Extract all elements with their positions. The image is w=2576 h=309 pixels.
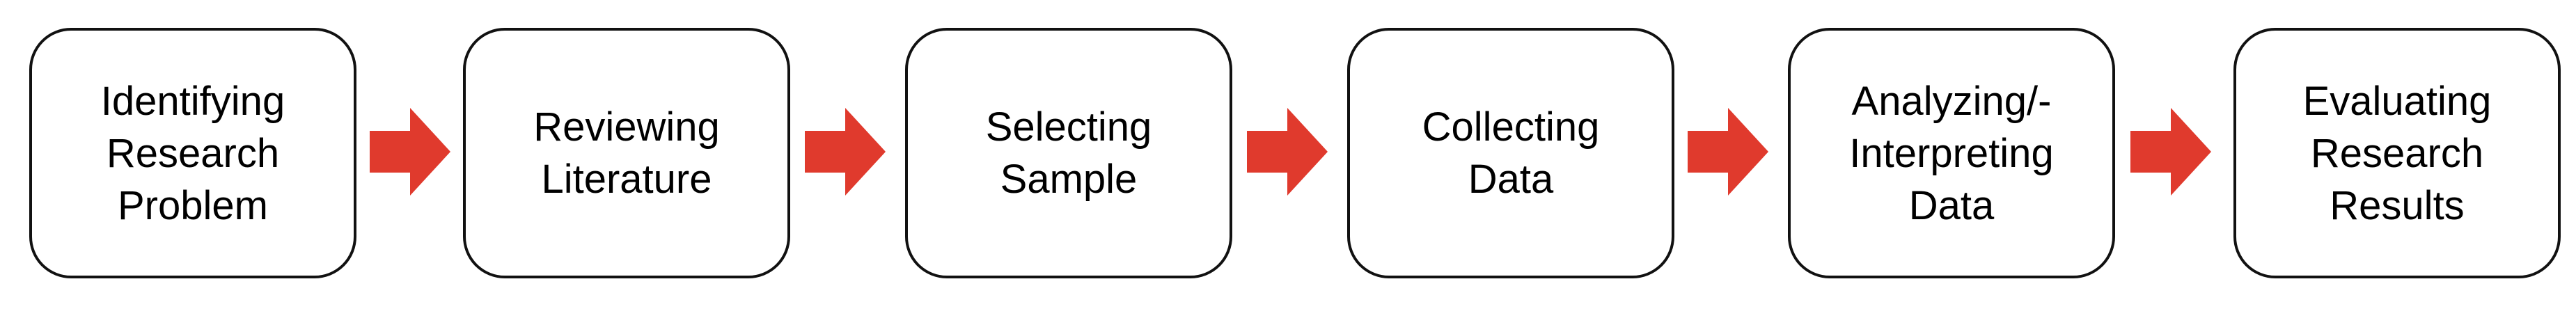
arrow-right-icon — [1688, 108, 1768, 196]
arrow-right-icon — [2130, 108, 2211, 196]
step-box-analyzing-interpreting-data: Analyzing/- Interpreting Data — [1788, 28, 2115, 278]
step-label: Collecting Data — [1422, 104, 1600, 202]
step-box-collecting-data: Collecting Data — [1347, 28, 1674, 278]
step-box-reviewing-literature: Reviewing Literature — [463, 28, 790, 278]
step-box-selecting-sample: Selecting Sample — [905, 28, 1232, 278]
step-label: Analyzing/- Interpreting Data — [1849, 78, 2054, 228]
step-label: Identifying Research Problem — [100, 78, 285, 228]
step-box-identifying-research-problem: Identifying Research Problem — [29, 28, 356, 278]
step-label: Evaluating Research Results — [2302, 78, 2492, 228]
arrow-right-icon — [370, 108, 450, 196]
step-box-evaluating-research-results: Evaluating Research Results — [2233, 28, 2561, 278]
step-label: Selecting Sample — [985, 104, 1152, 202]
arrow-right-icon — [1247, 108, 1328, 196]
arrow-right-icon — [805, 108, 886, 196]
step-label: Reviewing Literature — [533, 104, 720, 202]
